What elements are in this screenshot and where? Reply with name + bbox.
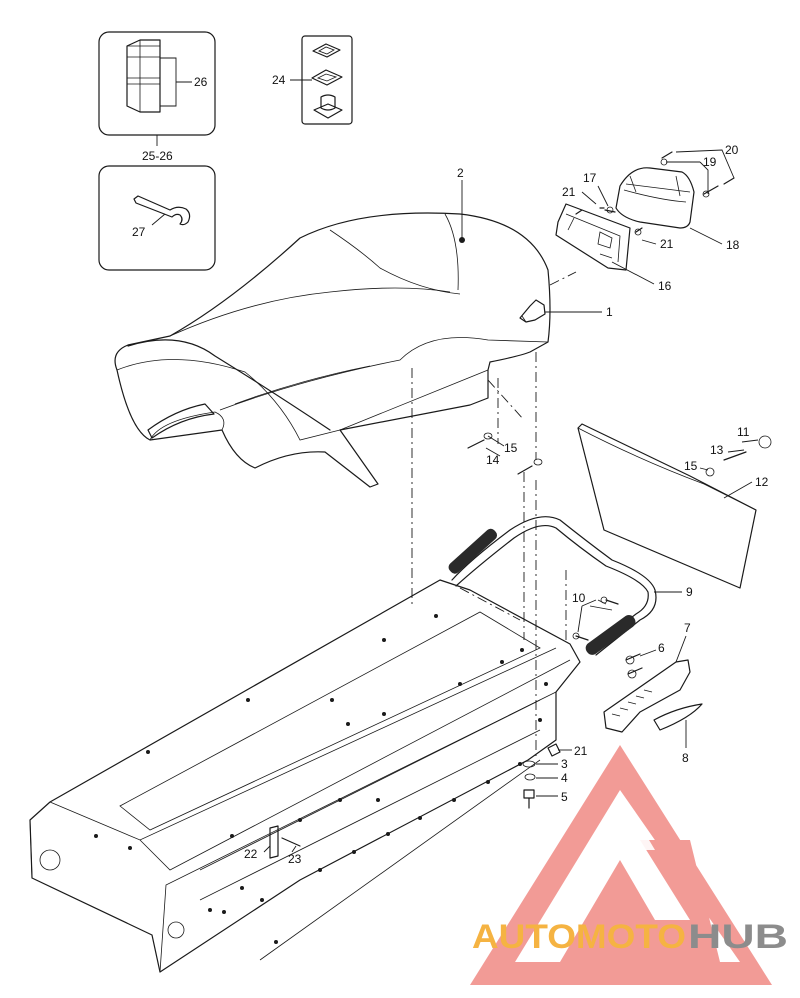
callout-20: 20 <box>725 143 739 157</box>
callout-23: 23 <box>288 852 302 866</box>
fasteners <box>467 432 619 809</box>
callout-25-26: 25-26 <box>142 149 173 163</box>
leader-lines <box>263 149 759 853</box>
watermark-text-hub: HUB <box>688 918 788 956</box>
taillight-assembly <box>555 151 735 271</box>
callout-10: 10 <box>572 591 586 605</box>
grip-left <box>448 528 498 574</box>
grip-right <box>585 615 636 655</box>
callout-18: 18 <box>726 238 740 252</box>
callout-11: 11 <box>737 425 750 439</box>
watermark-triangle <box>470 745 772 985</box>
callout-22: 22 <box>244 847 258 861</box>
callout-5: 5 <box>561 790 568 804</box>
seat-part-2 <box>114 212 551 488</box>
callout-6: 6 <box>658 641 665 655</box>
callout-3: 3 <box>561 757 568 771</box>
watermark-text-automoto: AUTOMOTO <box>472 918 686 956</box>
callout-labels: 1 2 3 4 5 6 7 8 9 10 11 12 13 14 15 15 1… <box>132 73 769 866</box>
inset-box-27 <box>98 165 216 271</box>
callout-2: 2 <box>457 166 464 180</box>
callout-21c: 21 <box>574 744 588 758</box>
callout-7: 7 <box>684 621 691 635</box>
callout-13: 13 <box>710 443 724 457</box>
watermark-text: AUTOMOTO HUB <box>472 918 788 956</box>
callout-12: 12 <box>755 475 769 489</box>
bracket-part-7 <box>603 653 703 733</box>
callout-17: 17 <box>583 171 597 185</box>
callout-27: 27 <box>132 225 146 239</box>
flap-part-12 <box>577 423 772 589</box>
inset-box-24 <box>290 35 353 125</box>
inset-box-25-26 <box>98 31 216 146</box>
callout-16: 16 <box>658 279 672 293</box>
callout-1: 1 <box>606 305 613 319</box>
callout-19: 19 <box>703 155 717 169</box>
callout-14: 14 <box>486 453 500 467</box>
callout-21a: 21 <box>562 185 576 199</box>
callout-15b: 15 <box>684 459 698 473</box>
callout-9: 9 <box>686 585 693 599</box>
alignment-lines <box>411 271 577 756</box>
callout-15a: 15 <box>504 441 518 455</box>
callout-24: 24 <box>272 73 286 87</box>
grab-handle-part-9 <box>448 516 657 656</box>
callout-8: 8 <box>682 751 689 765</box>
callout-4: 4 <box>561 771 568 785</box>
tunnel-frame <box>29 579 581 973</box>
callout-21b: 21 <box>660 237 674 251</box>
frame-rivets <box>94 614 548 944</box>
watermark-logo <box>470 745 772 985</box>
callout-26: 26 <box>194 75 208 89</box>
